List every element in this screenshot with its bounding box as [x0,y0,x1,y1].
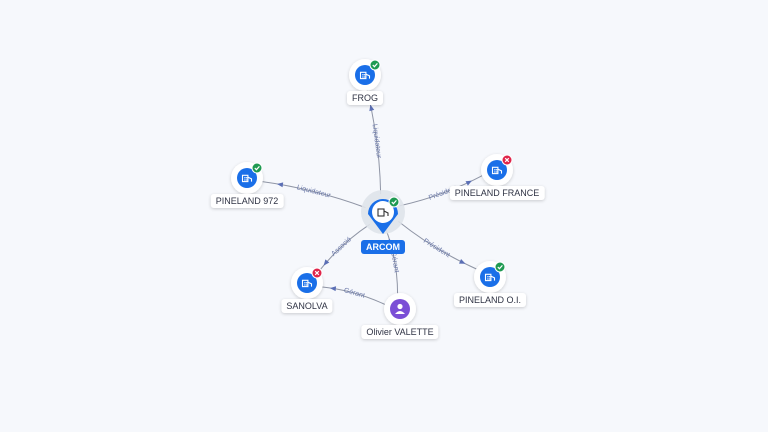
node-label-frog[interactable]: FROG [347,91,383,105]
node-label-olivier-valette[interactable]: Olivier VALETTE [361,325,439,339]
node-olivier-valette[interactable] [384,293,416,325]
node-label-pineland-france[interactable]: PINELAND FRANCE [449,186,545,200]
company-icon [484,273,496,282]
company-icon [377,208,389,217]
status-closed-icon [311,267,323,279]
edge-label: Gérant [389,251,400,273]
node-label-arcom[interactable]: ARCOM [361,240,405,254]
edge-arrow [459,259,466,264]
edge-label: Liquidateur [296,184,332,199]
node-pineland-oi[interactable] [474,261,506,293]
edge-line [399,174,485,207]
company-icon [359,71,371,80]
status-ok-icon [369,59,381,71]
edge-label: Président [422,238,451,259]
status-closed-icon [501,154,513,166]
edge-arcom-pineland-oi[interactable]: Président [398,220,479,271]
status-ok-icon [388,196,400,208]
status-ok-icon [251,162,263,174]
node-sanolva[interactable] [291,267,323,299]
node-pineland-972[interactable] [231,162,263,194]
edge-arrow [323,259,330,266]
node-pineland-france[interactable] [481,154,513,186]
edge-line [316,223,371,274]
edge-label: Associé [330,236,353,258]
edge-line [385,229,399,296]
node-label-pineland-972[interactable]: PINELAND 972 [210,194,284,208]
pin-inner [372,201,394,223]
edge-arrow [465,180,473,186]
edge-arrow [329,286,337,292]
node-label-pineland-oi[interactable]: PINELAND O.I. [453,293,527,307]
edge-line [398,220,479,271]
status-ok-icon [494,261,506,273]
company-icon [301,279,313,288]
company-icon [491,166,503,175]
company-icon [241,174,253,183]
person-icon [395,303,405,314]
edge-line [320,286,387,306]
edge-line [260,180,366,209]
node-arcom[interactable] [361,190,405,234]
edge-arrow [369,104,375,112]
node-frog[interactable] [349,59,381,91]
edge-label: Gérant [343,287,366,300]
edge-label: Liquidateur [371,124,383,160]
node-label-sanolva[interactable]: SANOLVA [281,299,333,313]
edge-arrow [276,182,284,188]
